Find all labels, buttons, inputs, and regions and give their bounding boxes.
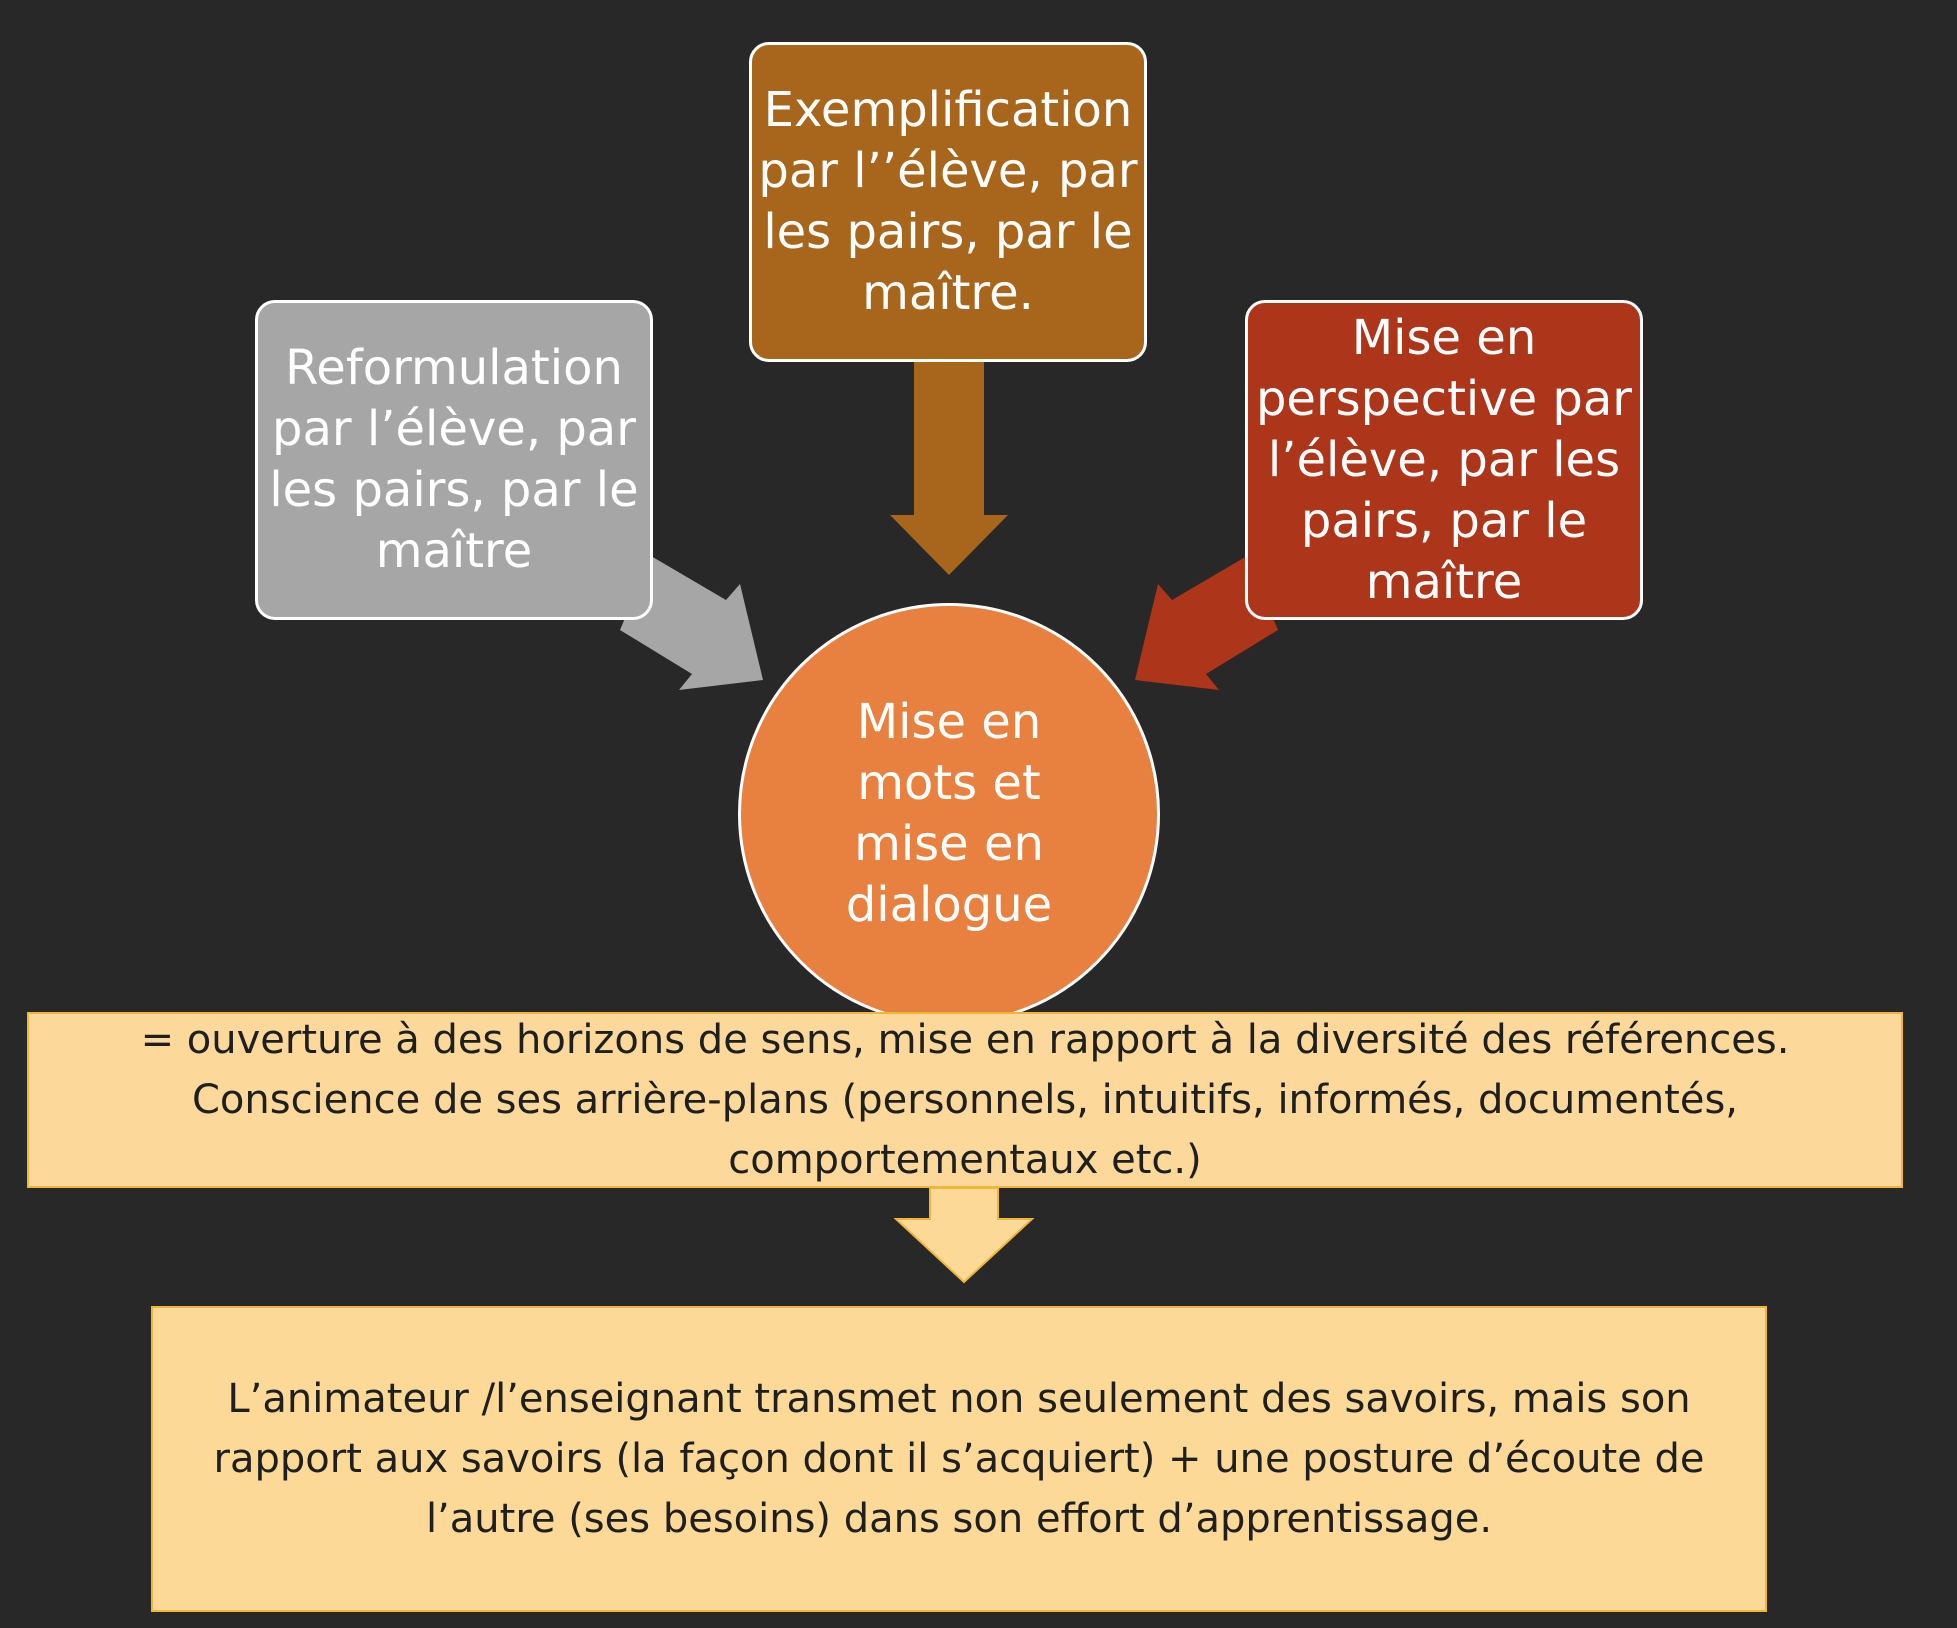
center-line: mise en <box>854 816 1044 872</box>
reformulation-line: Reformulation <box>285 340 623 396</box>
perspective-line: l’élève, par les <box>1267 431 1621 488</box>
perspective-box: Mise en perspective par l’élève, par les… <box>1245 300 1643 620</box>
exemplification-line: par l’’élève, par <box>758 143 1138 199</box>
perspective-line: pairs, par le <box>1300 492 1588 549</box>
arrow-exemplification-to-center <box>890 360 1008 575</box>
exemplification-line: les pairs, par le <box>763 204 1133 260</box>
arrow-reformulation-to-center <box>620 556 763 690</box>
animateur-text: L’animateur /l’enseignant transmet non s… <box>213 1376 1705 1542</box>
reformulation-line: par l’élève, par <box>272 401 636 457</box>
ouverture-box: = ouverture à des horizons de sens, mise… <box>27 1012 1903 1188</box>
exemplification-line: Exemplification <box>763 82 1133 138</box>
ouverture-text: = ouverture à des horizons de sens, mise… <box>140 1017 1790 1183</box>
perspective-line: perspective par <box>1255 370 1633 427</box>
center-line: dialogue <box>845 877 1053 933</box>
perspective-line: Mise en <box>1351 309 1537 366</box>
exemplification-line: maître. <box>862 265 1034 321</box>
center-line: Mise en <box>856 694 1042 750</box>
center-line: mots et <box>857 755 1041 811</box>
animateur-box: L’animateur /l’enseignant transmet non s… <box>151 1306 1767 1612</box>
arrow-ouverture-to-animateur <box>893 1187 1035 1284</box>
reformulation-box: Reformulation par l’élève, par les pairs… <box>255 300 653 620</box>
exemplification-box: Exemplification par l’’élève, par les pa… <box>749 42 1147 362</box>
reformulation-line: les pairs, par le <box>269 462 639 518</box>
arrow-perspective-to-center <box>1135 556 1278 690</box>
reformulation-line: maître <box>375 523 533 579</box>
center-circle: Mise en mots et mise en dialogue <box>738 603 1160 1025</box>
perspective-line: maître <box>1365 553 1523 610</box>
